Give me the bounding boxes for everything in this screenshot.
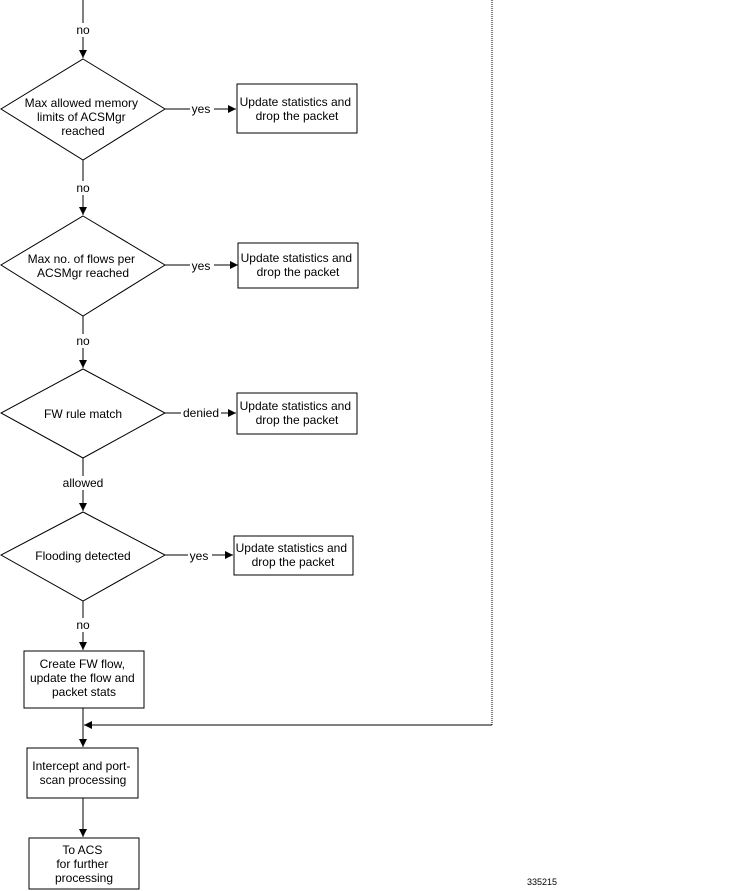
decision-diamond-flooding: [0, 511, 167, 602]
drop-box-4: [233, 535, 354, 576]
process-box-text-line: Create FW flow,: [40, 657, 125, 671]
branch-label-yes: yes: [192, 259, 211, 273]
decision-text-flooding: Flooding detected: [35, 549, 130, 563]
drop-box-3: [236, 392, 358, 435]
process-box-to-acs: [28, 837, 140, 890]
drop-box-text: Update statistics and drop the packet: [240, 95, 355, 123]
flow-label-no: no: [76, 618, 90, 632]
drop-box-1: [236, 83, 358, 134]
decision-text-line: ACSMgr reached: [37, 266, 129, 280]
decision-text-memory-limit: Max allowed memory limits of ACSMgr reac…: [25, 96, 142, 138]
flow-label-allowed: allowed: [63, 476, 104, 490]
process-box-text: Intercept and port- scan processing: [32, 759, 133, 787]
decision-diamond-max-flows: [0, 215, 166, 317]
drop-box-text-line: drop the packet: [256, 413, 339, 427]
flow-label-no: no: [76, 334, 90, 348]
decision-text-line: Flooding detected: [35, 549, 130, 563]
drop-box-text-line: Update statistics and: [236, 541, 347, 555]
drop-box-text-line: Update statistics and: [240, 95, 351, 109]
drop-box-text-line: drop the packet: [256, 109, 339, 123]
drop-box-text-line: drop the packet: [257, 265, 340, 279]
drop-box-text: Update statistics and drop the packet: [236, 541, 351, 569]
branch-label-yes: yes: [192, 102, 211, 116]
process-box-text-line: packet stats: [52, 685, 116, 699]
process-box-text-line: for further: [56, 857, 108, 871]
process-box-text-line: processing: [55, 871, 113, 885]
process-box-intercept: [26, 747, 139, 799]
decision-diamond-fw-rule: [0, 368, 167, 459]
figure-id: 335215: [527, 877, 557, 887]
decision-text-line: Max no. of flows per: [28, 252, 135, 266]
drop-box-text-line: drop the packet: [252, 555, 335, 569]
branch-label-yes: yes: [190, 549, 209, 563]
decision-text-line: reached: [61, 124, 104, 138]
process-box-text-line: update the flow and: [30, 671, 135, 685]
process-box-text: Create FW flow, update the flow and pack…: [30, 657, 138, 699]
process-box-create-fw-flow: [23, 650, 145, 709]
decision-text-max-flows: Max no. of flows per ACSMgr reached: [28, 252, 139, 280]
decision-text-line: Max allowed memory: [25, 96, 138, 110]
process-box-text-line: Intercept and port-: [32, 759, 130, 773]
decision-text-fw-rule: FW rule match: [44, 407, 122, 421]
drop-box-2: [237, 242, 359, 289]
drop-box-text-line: Update statistics and: [240, 399, 351, 413]
flow-label-no: no: [76, 23, 90, 37]
drop-box-text: Update statistics and drop the packet: [241, 251, 356, 279]
drop-box-text-line: Update statistics and: [241, 251, 352, 265]
process-box-text: To ACS for further processing: [55, 843, 113, 885]
branch-label-denied: denied: [183, 406, 219, 420]
flow-label-no: no: [76, 181, 90, 195]
process-box-text-line: To ACS: [62, 843, 102, 857]
process-box-text-line: scan processing: [40, 773, 127, 787]
drop-box-text: Update statistics and drop the packet: [240, 399, 355, 427]
decision-text-line: limits of ACSMgr: [37, 110, 126, 124]
decision-diamond-memory-limit: [0, 58, 166, 161]
decision-text-line: FW rule match: [44, 407, 122, 421]
